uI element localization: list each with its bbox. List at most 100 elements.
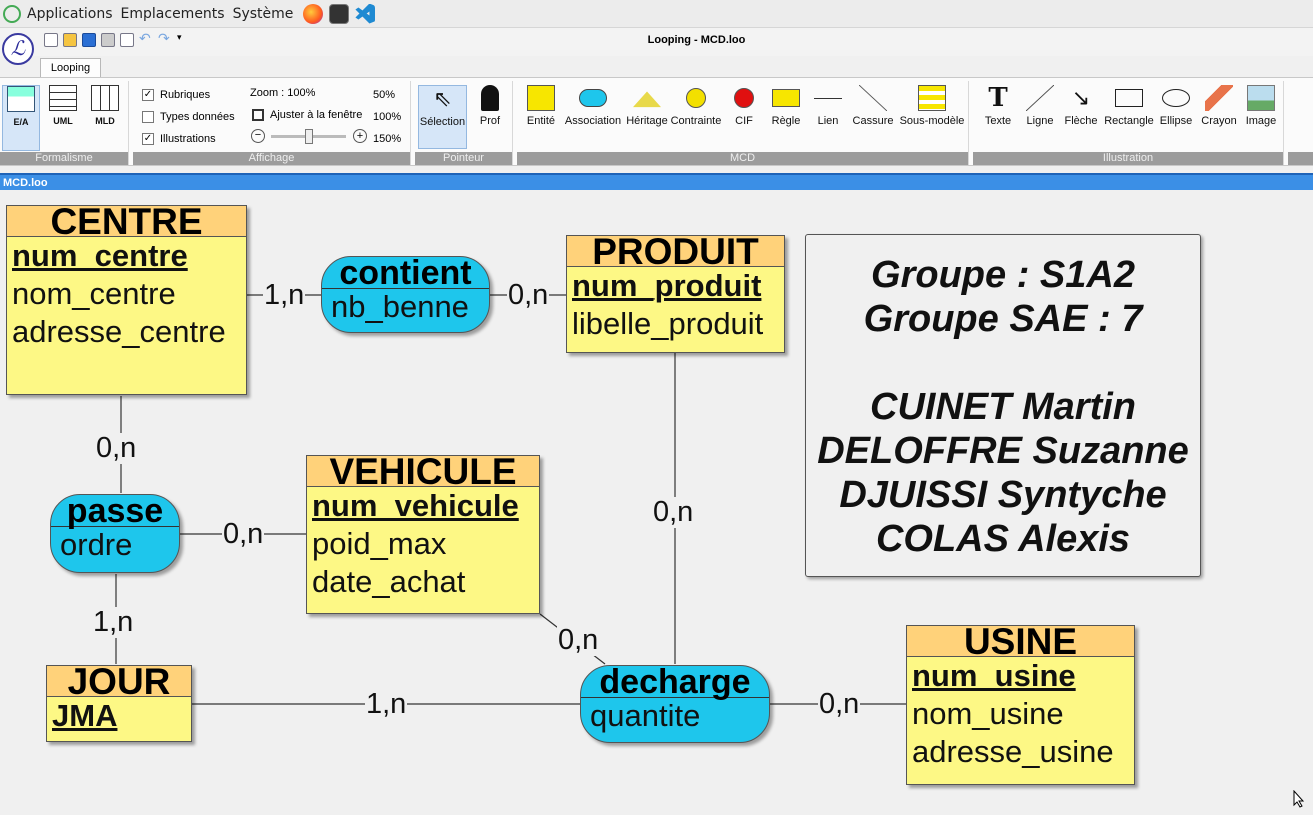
ligne-tool-button[interactable]: Ligne — [1023, 85, 1057, 127]
constraint-circle-icon — [686, 88, 706, 108]
cardinality-passe-vehicule[interactable]: 0,n — [222, 518, 265, 550]
mouse-cursor-icon — [1293, 790, 1305, 808]
rubriques-checkbox-row[interactable]: ✓ Rubriques — [142, 89, 210, 101]
diagram-canvas[interactable]: CENTRE num_centre nom_centre adresse_cen… — [0, 192, 1313, 815]
cassure-tool-button[interactable]: Cassure — [851, 85, 895, 127]
heritage-tool-button[interactable]: Héritage — [625, 85, 669, 127]
ribbon: E/A UML MLD Formalisme ✓ Rubriques Types… — [0, 77, 1313, 166]
texte-tool-button[interactable]: T Texte — [981, 85, 1015, 127]
fleche-tool-button[interactable]: ↘ Flèche — [1063, 85, 1099, 127]
lien-tool-button[interactable]: Lien — [811, 85, 845, 127]
zoom-100-button[interactable]: 100% — [373, 111, 402, 123]
cif-label: CIF — [735, 115, 753, 127]
zoom-slider[interactable] — [271, 129, 346, 144]
illustrations-checkbox-row[interactable]: ✓ Illustrations — [142, 133, 216, 145]
cardinality-decharge-usine[interactable]: 0,n — [818, 688, 861, 720]
illustrations-checkbox[interactable]: ✓ — [142, 133, 154, 145]
rule-icon — [772, 89, 800, 107]
tab-looping[interactable]: Looping — [40, 58, 101, 78]
ellipse-tool-button[interactable]: Ellipse — [1159, 85, 1193, 127]
os-logo-icon[interactable] — [3, 4, 21, 23]
pencil-icon — [1205, 85, 1233, 111]
new-file-icon[interactable] — [44, 33, 58, 47]
image-tool-button[interactable]: Image — [1243, 85, 1279, 127]
note-line-group: Groupe : S1A2 — [871, 254, 1135, 296]
zoom-out-icon[interactable]: − — [251, 129, 265, 143]
ligne-label: Ligne — [1026, 115, 1054, 127]
undo-icon[interactable]: ↶ — [139, 31, 151, 47]
entity-usine[interactable]: USINE num_usine nom_usine adresse_usine — [906, 623, 1135, 785]
rectangle-tool-button[interactable]: Rectangle — [1103, 85, 1155, 127]
open-folder-icon[interactable] — [63, 33, 77, 47]
zoom-50-button[interactable]: 50% — [373, 89, 396, 101]
entity-jour[interactable]: JOUR JMA — [46, 663, 192, 742]
crayon-tool-button[interactable]: Crayon — [1199, 85, 1239, 127]
zoom-slider-thumb[interactable] — [305, 129, 313, 144]
entity-centre[interactable]: CENTRE num_centre nom_centre adresse_cen… — [6, 203, 247, 395]
regle-tool-button[interactable]: Règle — [769, 85, 803, 127]
cif-tool-button[interactable]: CIF — [729, 85, 759, 127]
formalism-mld-button[interactable]: MLD — [86, 85, 124, 151]
types-donnees-checkbox[interactable] — [142, 111, 154, 123]
ea-diagram-icon — [7, 86, 35, 112]
lien-label: Lien — [817, 115, 839, 127]
looping-logo-icon[interactable]: ℒ — [2, 33, 34, 65]
group-label-clipboard — [1288, 152, 1313, 165]
cif-circle-icon — [734, 88, 754, 108]
fit-window-icon[interactable] — [252, 109, 264, 121]
cardinality-centre-passe[interactable]: 0,n — [95, 432, 138, 464]
vscode-icon[interactable] — [355, 3, 376, 24]
association-decharge[interactable]: decharge quantite — [580, 665, 770, 743]
selection-tool-button[interactable]: ⇖ Sélection — [418, 85, 467, 149]
note-line-sae-group: Groupe SAE : 7 — [863, 298, 1143, 340]
print-icon[interactable] — [101, 33, 115, 47]
association-contient[interactable]: contient nb_benne — [321, 256, 490, 333]
cardinality-jour-decharge[interactable]: 1,n — [365, 688, 408, 720]
cardinality-centre-contient[interactable]: 1,n — [263, 279, 306, 311]
title-bar — [0, 28, 1313, 56]
rectangle-icon — [1115, 89, 1143, 107]
association-contient-title: contient — [322, 257, 489, 290]
image-label: Image — [1245, 115, 1277, 127]
redo-icon[interactable]: ↷ — [158, 31, 170, 47]
cardinality-vehicule-decharge[interactable]: 0,n — [557, 624, 600, 656]
document-tab[interactable]: MCD.loo — [0, 173, 1313, 190]
formalism-ea-button[interactable]: E/A — [2, 85, 40, 151]
firefox-icon[interactable] — [303, 3, 324, 24]
association-passe[interactable]: passe ordre — [50, 494, 180, 573]
menu-systeme[interactable]: Système — [232, 5, 294, 22]
sous-modele-tool-button[interactable]: Sous-modèle — [899, 85, 965, 127]
prof-tool-button[interactable]: Prof — [471, 85, 509, 149]
menu-applications[interactable]: Applications — [27, 5, 113, 22]
entite-tool-button[interactable]: Entité — [523, 85, 559, 127]
note-member: DELOFFRE Suzanne — [817, 430, 1189, 472]
entity-usine-attr: nom_usine — [912, 696, 1064, 731]
zoom-in-icon[interactable]: + — [353, 129, 367, 143]
entity-usine-title: USINE — [907, 623, 1134, 660]
group-label-formalisme: Formalisme — [0, 152, 128, 165]
association-contient-attr: nb_benne — [331, 289, 469, 324]
group-info-note[interactable]: Groupe : S1A2 Groupe SAE : 7 CUINET Mart… — [805, 234, 1201, 577]
types-donnees-checkbox-row[interactable]: Types données — [142, 111, 235, 123]
entity-vehicule[interactable]: VEHICULE num_vehicule poid_max date_acha… — [306, 453, 540, 614]
contrainte-tool-button[interactable]: Contrainte — [670, 85, 722, 127]
association-tool-button[interactable]: Association — [563, 85, 623, 127]
rubriques-checkbox[interactable]: ✓ — [142, 89, 154, 101]
mld-diagram-icon — [91, 85, 119, 111]
clipboard-icon[interactable] — [120, 33, 134, 47]
zoom-150-button[interactable]: 150% — [373, 133, 402, 145]
entity-jour-key: JMA — [52, 698, 118, 733]
formalism-uml-button[interactable]: UML — [44, 85, 82, 151]
terminal-icon[interactable] — [329, 3, 350, 24]
fit-window-label[interactable]: Ajuster à la fenêtre — [270, 109, 363, 121]
save-icon[interactable] — [82, 33, 96, 47]
entity-produit[interactable]: PRODUIT num_produit libelle_produit — [566, 233, 785, 353]
entity-vehicule-title: VEHICULE — [307, 453, 539, 490]
cardinality-passe-jour[interactable]: 1,n — [92, 606, 135, 638]
cardinality-contient-produit[interactable]: 0,n — [507, 279, 550, 311]
link-line-icon — [814, 85, 842, 99]
cardinality-produit-decharge[interactable]: 0,n — [652, 496, 695, 528]
window-title: Looping - MCD.loo — [647, 34, 746, 46]
menu-emplacements[interactable]: Emplacements — [120, 5, 225, 22]
customize-quickbar-icon[interactable]: ▾ — [177, 33, 182, 43]
